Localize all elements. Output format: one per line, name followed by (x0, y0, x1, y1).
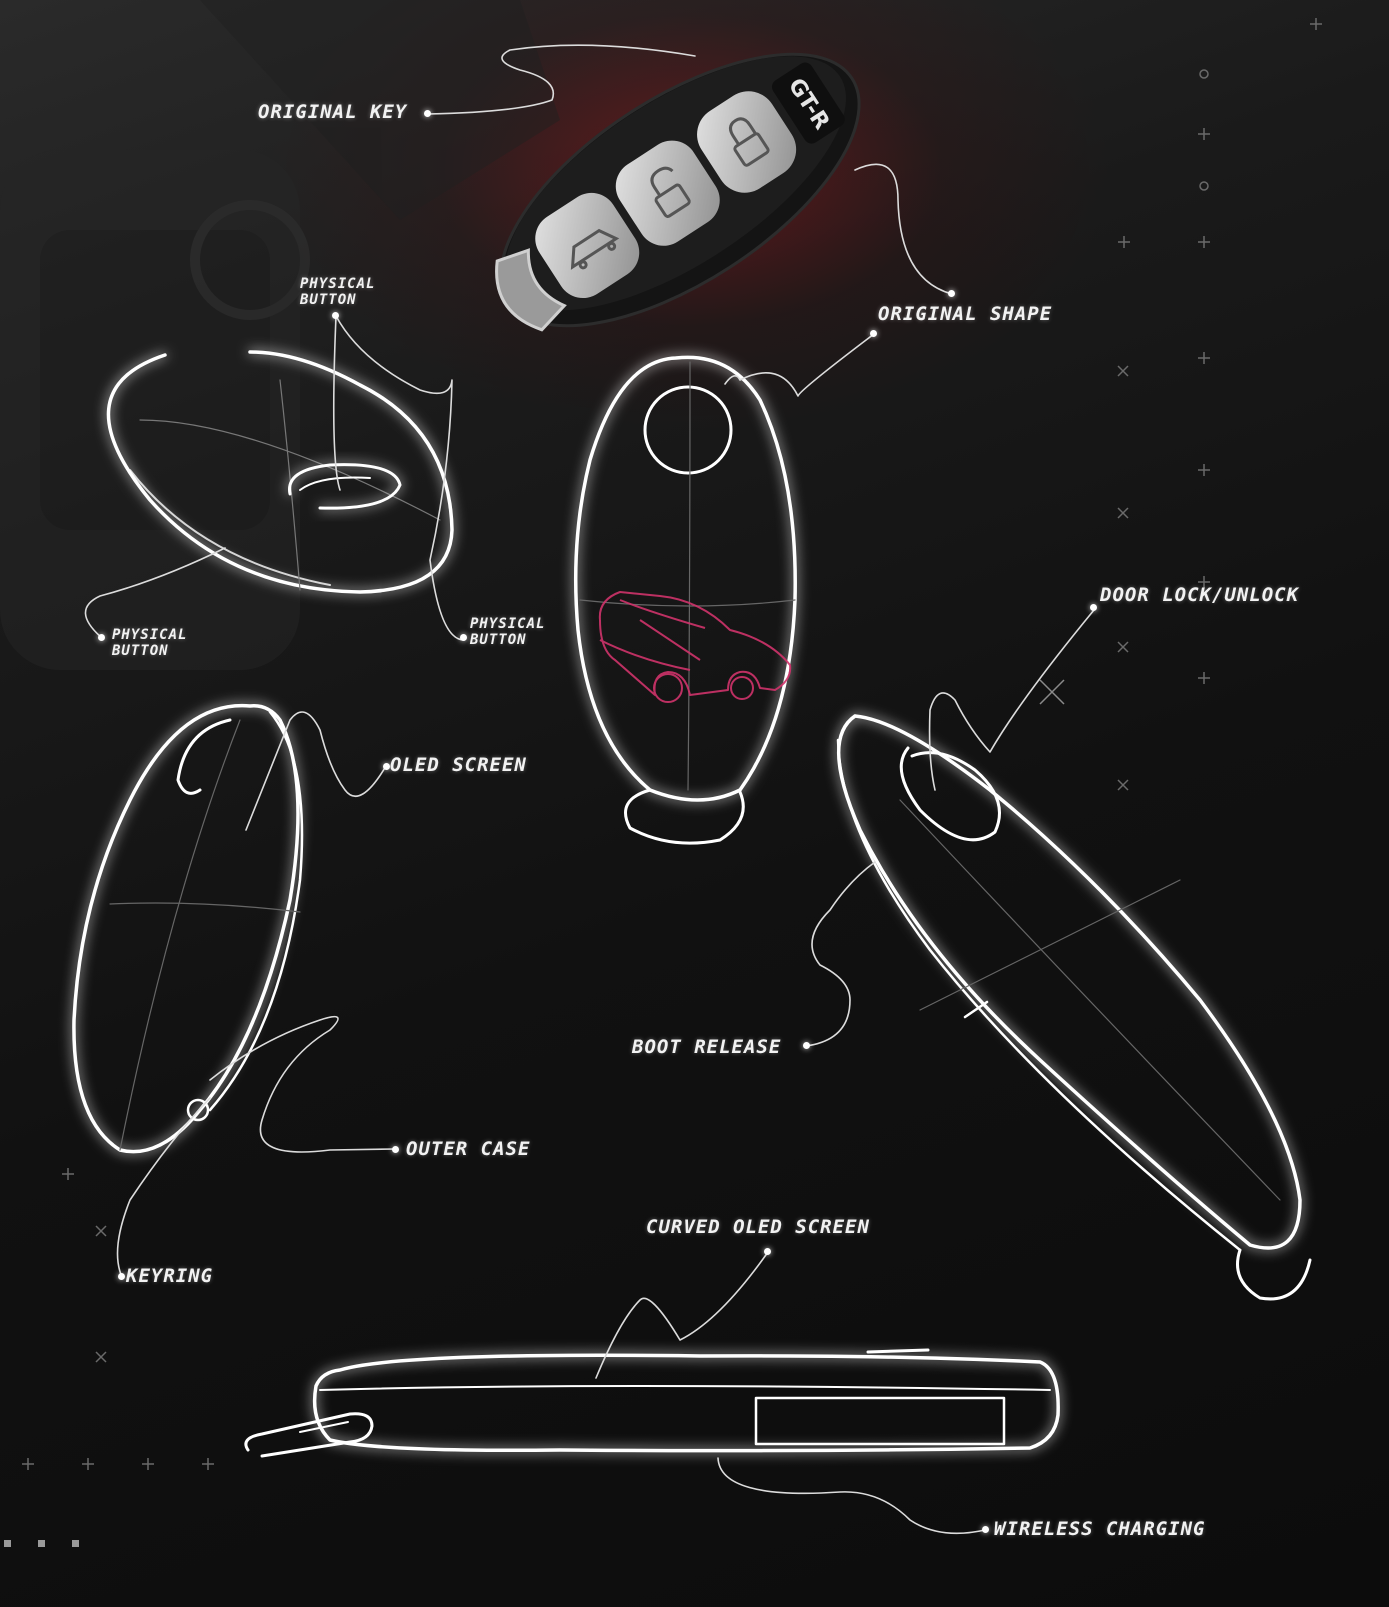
label-dot (460, 634, 467, 641)
label-original-key: ORIGINAL KEY (258, 101, 408, 123)
label-keyring: KEYRING (126, 1265, 214, 1287)
label-oled-screen: OLED SCREEN (390, 754, 527, 776)
lock-icon (729, 117, 770, 167)
label-dot (870, 330, 877, 337)
boot-button (535, 192, 640, 299)
sketch-side-profile (244, 1348, 1060, 1458)
car-sketch-icon (598, 591, 792, 703)
label-physical-button-left: PHYSICAL BUTTON (112, 627, 188, 659)
label-wireless-charging: WIRELESS CHARGING (994, 1518, 1206, 1540)
label-door-lock-unlock: DOOR LOCK/UNLOCK (1100, 584, 1300, 606)
grid-marks (22, 18, 1322, 1470)
label-dot (392, 1146, 399, 1153)
label-dot (383, 763, 390, 770)
sketch-oval-tilted-right (836, 714, 1312, 1301)
leader-lines (84, 44, 1095, 1535)
sketch-lines (72, 44, 1312, 1535)
label-physical-button-top: PHYSICAL BUTTON (300, 276, 376, 308)
original-key-fob: GT-R (495, 52, 861, 332)
sketch-oval-front-view (573, 355, 797, 845)
label-dot (118, 1273, 125, 1280)
label-dot (332, 312, 339, 319)
label-dot (98, 634, 105, 641)
lock-button (697, 91, 797, 193)
label-dot (424, 110, 431, 117)
unlock-button (615, 140, 720, 246)
label-dot (803, 1042, 810, 1049)
label-outer-case: OUTER CASE (406, 1138, 531, 1160)
label-dot (1090, 604, 1097, 611)
unlock-icon (650, 166, 691, 218)
label-dot (982, 1526, 989, 1533)
corner-dots (4, 1540, 79, 1547)
sketch-disc-top-view (106, 350, 454, 594)
sketch-oval-tilted-left (72, 703, 304, 1154)
label-dot (948, 290, 955, 297)
boot-icon (570, 228, 620, 270)
label-physical-button-right: PHYSICAL BUTTON (470, 616, 546, 648)
label-curved-oled-screen: CURVED OLED SCREEN (646, 1216, 870, 1238)
label-original-shape: ORIGINAL SHAPE (878, 303, 1053, 325)
label-dot (764, 1248, 771, 1255)
label-boot-release: BOOT RELEASE (632, 1036, 782, 1058)
background-shapes (0, 0, 560, 670)
